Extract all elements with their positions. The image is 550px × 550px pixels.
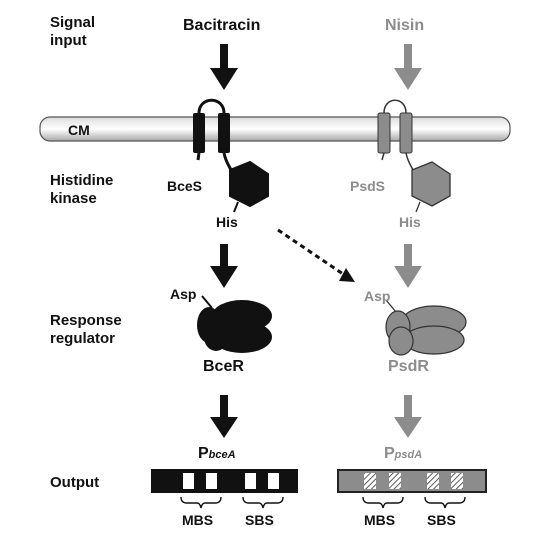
bcea-promoter-bar bbox=[151, 469, 298, 493]
right-mbs-label: MBS bbox=[364, 512, 396, 528]
right-signal-arrow bbox=[394, 44, 422, 90]
bcer-label: BceR bbox=[203, 358, 244, 375]
histidine-kinase-line2: kinase bbox=[50, 190, 97, 207]
histidine-kinase-line1: Histidine bbox=[50, 172, 114, 189]
left-mbs-brace bbox=[180, 496, 222, 509]
bcea-promoter-label: PbceA bbox=[198, 445, 236, 464]
bcea-promoter-subscript: bceA bbox=[208, 449, 236, 461]
right-phospho-arrow bbox=[394, 244, 422, 288]
psdr-asp-label: Asp bbox=[364, 288, 391, 304]
bces-kinase-domain bbox=[229, 160, 269, 208]
bces-his-label: His bbox=[216, 214, 238, 230]
left-signal-arrow bbox=[210, 44, 238, 90]
signal-input-label: Signal input bbox=[50, 14, 95, 50]
psda-promoter-subscript: psdA bbox=[394, 449, 423, 461]
left-output-arrow bbox=[210, 395, 238, 438]
response-regulator-line2: regulator bbox=[50, 330, 116, 347]
psds-his-stalk bbox=[415, 201, 421, 213]
right-sbs-label: SBS bbox=[427, 512, 456, 528]
crosstalk-dashed-arrow bbox=[277, 228, 355, 282]
bcea-promoter-letter: P bbox=[198, 445, 209, 462]
left-sbs-label: SBS bbox=[245, 512, 274, 528]
psda-promoter-letter: P bbox=[384, 445, 395, 462]
left-phospho-arrow bbox=[210, 244, 238, 288]
psds-kinase-domain bbox=[411, 161, 451, 207]
bcer-asp-label: Asp bbox=[170, 286, 197, 302]
response-regulator-label: Response regulator bbox=[50, 312, 122, 348]
psds-his-label: His bbox=[399, 214, 421, 230]
bacitracin-label: Bacitracin bbox=[183, 17, 261, 34]
left-mbs-label: MBS bbox=[182, 512, 214, 528]
bces-transmembrane-domain bbox=[193, 98, 234, 173]
cell-membrane bbox=[39, 116, 511, 142]
nisin-label: Nisin bbox=[385, 17, 425, 34]
output-label: Output bbox=[50, 474, 100, 491]
signal-input-line2: input bbox=[50, 32, 87, 49]
bces-label: BceS bbox=[167, 178, 203, 194]
right-mbs-brace bbox=[362, 496, 404, 509]
psdr-label: PsdR bbox=[388, 358, 429, 375]
psds-transmembrane-domain bbox=[377, 99, 415, 173]
psda-promoter-bar bbox=[337, 469, 487, 493]
psda-promoter-label: PpsdA bbox=[384, 445, 422, 464]
psds-label: PsdS bbox=[350, 178, 386, 194]
signal-input-line1: Signal bbox=[50, 14, 96, 31]
psdr-regulator bbox=[385, 299, 467, 356]
response-regulator-line1: Response bbox=[50, 312, 122, 329]
right-sbs-brace bbox=[424, 496, 466, 509]
membrane-label: CM bbox=[68, 122, 90, 138]
left-sbs-brace bbox=[242, 496, 284, 509]
bcer-regulator bbox=[197, 295, 272, 353]
right-output-arrow bbox=[394, 395, 422, 438]
bces-his-stalk bbox=[233, 201, 239, 213]
histidine-kinase-label: Histidine kinase bbox=[50, 172, 113, 208]
